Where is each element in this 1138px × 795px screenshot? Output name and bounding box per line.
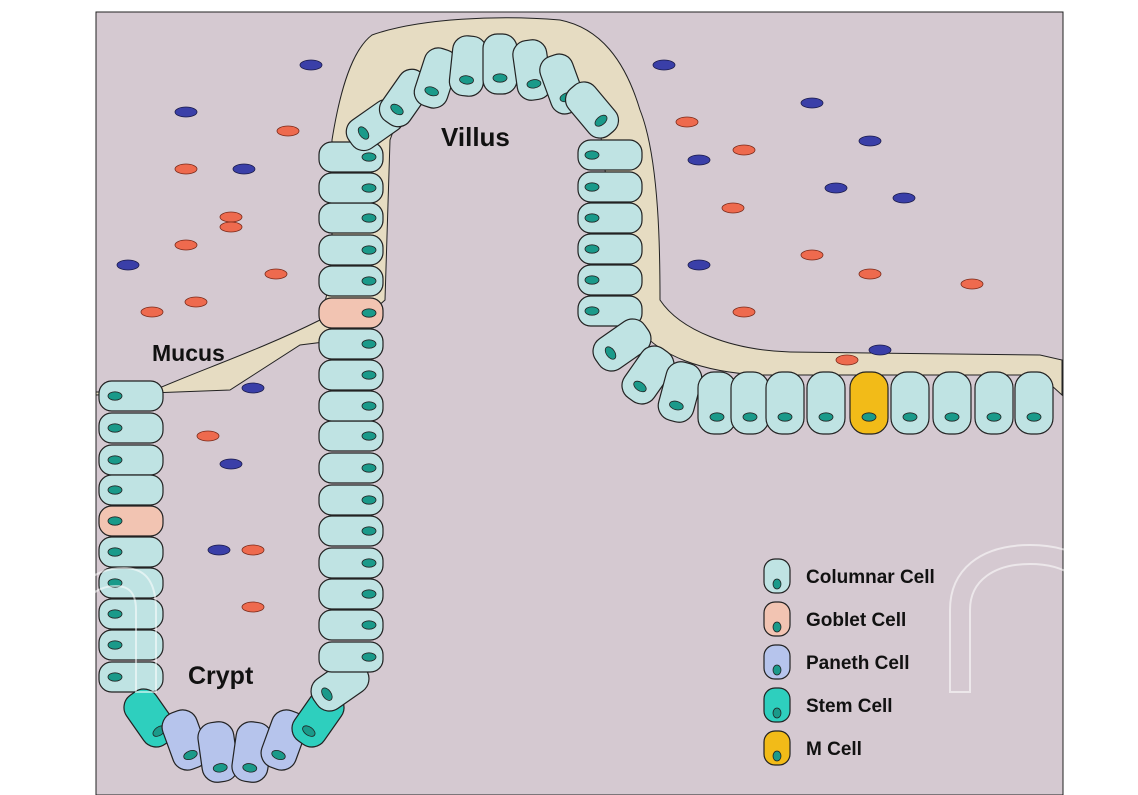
columnar-cell xyxy=(319,173,383,203)
bacterium-blue xyxy=(300,60,322,70)
stem-cell-icon xyxy=(764,688,790,722)
bacterium-blue xyxy=(869,345,891,355)
columnar-cell-icon xyxy=(764,559,790,593)
columnar-cell xyxy=(319,203,383,233)
bacterium-red xyxy=(220,222,242,232)
columnar-cell xyxy=(483,34,517,94)
columnar-cell xyxy=(99,568,163,598)
legend-label-paneth: Paneth Cell xyxy=(806,653,909,674)
columnar-cell xyxy=(319,485,383,515)
bacterium-blue xyxy=(653,60,675,70)
bacterium-red xyxy=(676,117,698,127)
columnar-cell xyxy=(99,413,163,443)
bacterium-red xyxy=(220,212,242,222)
columnar-cell xyxy=(766,372,804,434)
columnar-cell xyxy=(99,630,163,660)
columnar-cell xyxy=(319,610,383,640)
villus-label: Villus xyxy=(441,122,510,152)
goblet-cell-icon xyxy=(764,602,790,636)
bacterium-red xyxy=(859,269,881,279)
legend-label-goblet: Goblet Cell xyxy=(806,610,906,631)
columnar-cell xyxy=(933,372,971,434)
bacterium-blue xyxy=(825,183,847,193)
columnar-cell xyxy=(319,642,383,672)
crypt-label: Crypt xyxy=(188,662,254,690)
mcell-cell xyxy=(850,372,888,434)
bacterium-red xyxy=(277,126,299,136)
columnar-cell xyxy=(1015,372,1053,434)
columnar-cell xyxy=(319,235,383,265)
bacterium-blue xyxy=(801,98,823,108)
columnar-cell xyxy=(891,372,929,434)
bacterium-red xyxy=(242,545,264,555)
columnar-cell xyxy=(578,140,642,170)
columnar-cell xyxy=(319,391,383,421)
bacterium-red xyxy=(141,307,163,317)
columnar-cell xyxy=(319,329,383,359)
columnar-cell xyxy=(578,265,642,295)
columnar-cell xyxy=(319,548,383,578)
columnar-cell xyxy=(319,360,383,390)
columnar-cell xyxy=(99,662,163,692)
bacterium-blue xyxy=(233,164,255,174)
columnar-cell xyxy=(99,599,163,629)
columnar-cell xyxy=(975,372,1013,434)
columnar-cell xyxy=(448,34,488,97)
columnar-cell xyxy=(99,381,163,411)
bacterium-red xyxy=(722,203,744,213)
legend-label-columnar: Columnar Cell xyxy=(806,567,935,588)
bacterium-red xyxy=(197,431,219,441)
columnar-cell xyxy=(319,421,383,451)
columnar-cell xyxy=(731,372,769,434)
columnar-cell xyxy=(319,266,383,296)
legend-label-stem: Stem Cell xyxy=(806,696,893,717)
bacterium-blue xyxy=(859,136,881,146)
columnar-cell xyxy=(319,453,383,483)
columnar-cell xyxy=(578,172,642,202)
bacterium-red xyxy=(175,164,197,174)
columnar-cell xyxy=(99,537,163,567)
bacterium-blue xyxy=(688,155,710,165)
bacterium-red xyxy=(801,250,823,260)
bacterium-red xyxy=(185,297,207,307)
bacterium-red xyxy=(961,279,983,289)
legend-label-mcell: M Cell xyxy=(806,739,862,760)
columnar-cell xyxy=(807,372,845,434)
bacterium-blue xyxy=(688,260,710,270)
mucus-label: Mucus xyxy=(152,340,225,366)
goblet-cell xyxy=(99,506,163,536)
columnar-cell xyxy=(578,234,642,264)
bacterium-blue xyxy=(117,260,139,270)
columnar-cell xyxy=(99,445,163,475)
columnar-cell xyxy=(578,203,642,233)
bacterium-blue xyxy=(175,107,197,117)
columnar-cell xyxy=(319,516,383,546)
paneth-cell-icon xyxy=(764,645,790,679)
bacterium-blue xyxy=(208,545,230,555)
bacterium-blue xyxy=(242,383,264,393)
columnar-cell xyxy=(319,579,383,609)
bacterium-red xyxy=(175,240,197,250)
bacterium-blue xyxy=(220,459,242,469)
bacterium-red xyxy=(242,602,264,612)
columnar-cell xyxy=(99,475,163,505)
bacterium-red xyxy=(733,307,755,317)
bacterium-blue xyxy=(893,193,915,203)
mcell-cell-icon xyxy=(764,731,790,765)
bacterium-red xyxy=(733,145,755,155)
goblet-cell xyxy=(319,298,383,328)
bacterium-red xyxy=(265,269,287,279)
columnar-cell xyxy=(698,372,736,434)
bacterium-red xyxy=(836,355,858,365)
